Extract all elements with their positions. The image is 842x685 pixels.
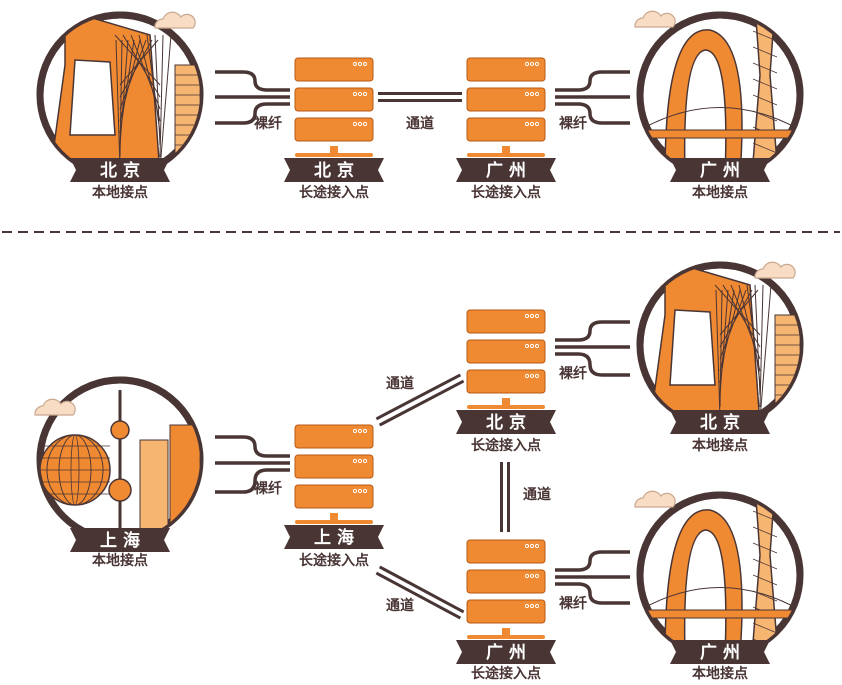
bare-fiber-link: 裸纤 [555,550,630,612]
cloud-icon [634,10,676,28]
ribbon-banner [670,158,770,182]
server-rack-icon [466,57,546,157]
node-role-label: 长途接入点 [471,437,541,454]
node-role-label: 本地接点 [92,184,148,201]
tunnel-label: 通道 [386,597,414,614]
bare-fiber-link: 裸纤 [555,70,630,132]
city-name: 广州 [700,160,746,181]
cloud-icon [754,261,796,279]
tunnel-link: 通道 [500,462,551,532]
fiber-line [215,435,290,458]
fiber-label: 裸纤 [559,115,587,132]
city-name: 上海 [100,530,146,551]
tunnel-label: 通道 [386,375,414,392]
cloud-icon [34,398,76,416]
bare-fiber-link: 裸纤 [215,70,290,132]
server-rack-icon [294,424,374,524]
node-role-label: 本地接点 [692,437,748,454]
fiber-line [555,550,630,572]
node-role-label: 长途接入点 [471,665,541,682]
fiber-label: 裸纤 [254,115,282,132]
fiber-line [215,102,290,125]
city-name: 广州 [700,642,746,663]
city-name: 广州 [486,642,532,663]
city-name: 上海 [314,527,360,548]
city-name: 广州 [486,160,532,181]
fiber-label: 裸纤 [254,480,282,497]
fiber-line [215,70,290,92]
node-role-label: 本地接点 [692,184,748,201]
node-role-label: 长途接入点 [299,184,369,201]
tunnel-line [375,571,462,620]
ribbon-banner [670,410,770,434]
server-rack-icon [294,57,374,157]
ribbon-banner [284,525,384,549]
ribbon-banner [456,410,556,434]
tunnel-link: 通道 [375,565,465,620]
server-rack-icon [466,539,546,639]
fiber-line [555,102,630,125]
cloud-icon [154,11,196,29]
ribbon-banner [670,640,770,664]
city-name: 北京 [314,160,360,181]
fiber-line [555,582,630,605]
tunnel-line [375,373,462,421]
city-name: 北京 [486,412,532,433]
tunnel-line [378,379,465,427]
fiber-line [555,352,630,377]
node-role-label: 本地接点 [92,552,148,569]
tunnel-line [378,565,465,614]
node-role-label: 本地接点 [692,665,748,682]
tunnel-label: 通道 [523,486,551,503]
beijing-cctv-tower-icon [649,265,800,425]
ribbon-banner [456,158,556,182]
ribbon-banner [70,158,170,182]
cloud-icon [634,490,676,508]
node-role-label: 长途接入点 [471,184,541,201]
fiber-line [215,468,290,494]
tunnel-link: 通道 [375,373,465,427]
bare-fiber-link: 裸纤 [555,320,630,382]
ribbon-banner [456,640,556,664]
city-name: 北京 [100,160,146,181]
tunnel-link: 通道 [378,92,462,132]
server-rack-icon [466,309,546,409]
bare-fiber-link: 裸纤 [215,435,290,497]
ribbon-banner [284,158,384,182]
ribbon-banner [70,528,170,552]
city-name: 北京 [700,412,746,433]
tunnel-label: 通道 [406,115,434,132]
node-role-label: 长途接入点 [299,552,369,569]
shanghai-pearl-tower-icon [40,390,200,540]
fiber-label: 裸纤 [559,365,587,382]
fiber-line [555,320,630,342]
fiber-line [555,70,630,92]
fiber-label: 裸纤 [559,595,587,612]
